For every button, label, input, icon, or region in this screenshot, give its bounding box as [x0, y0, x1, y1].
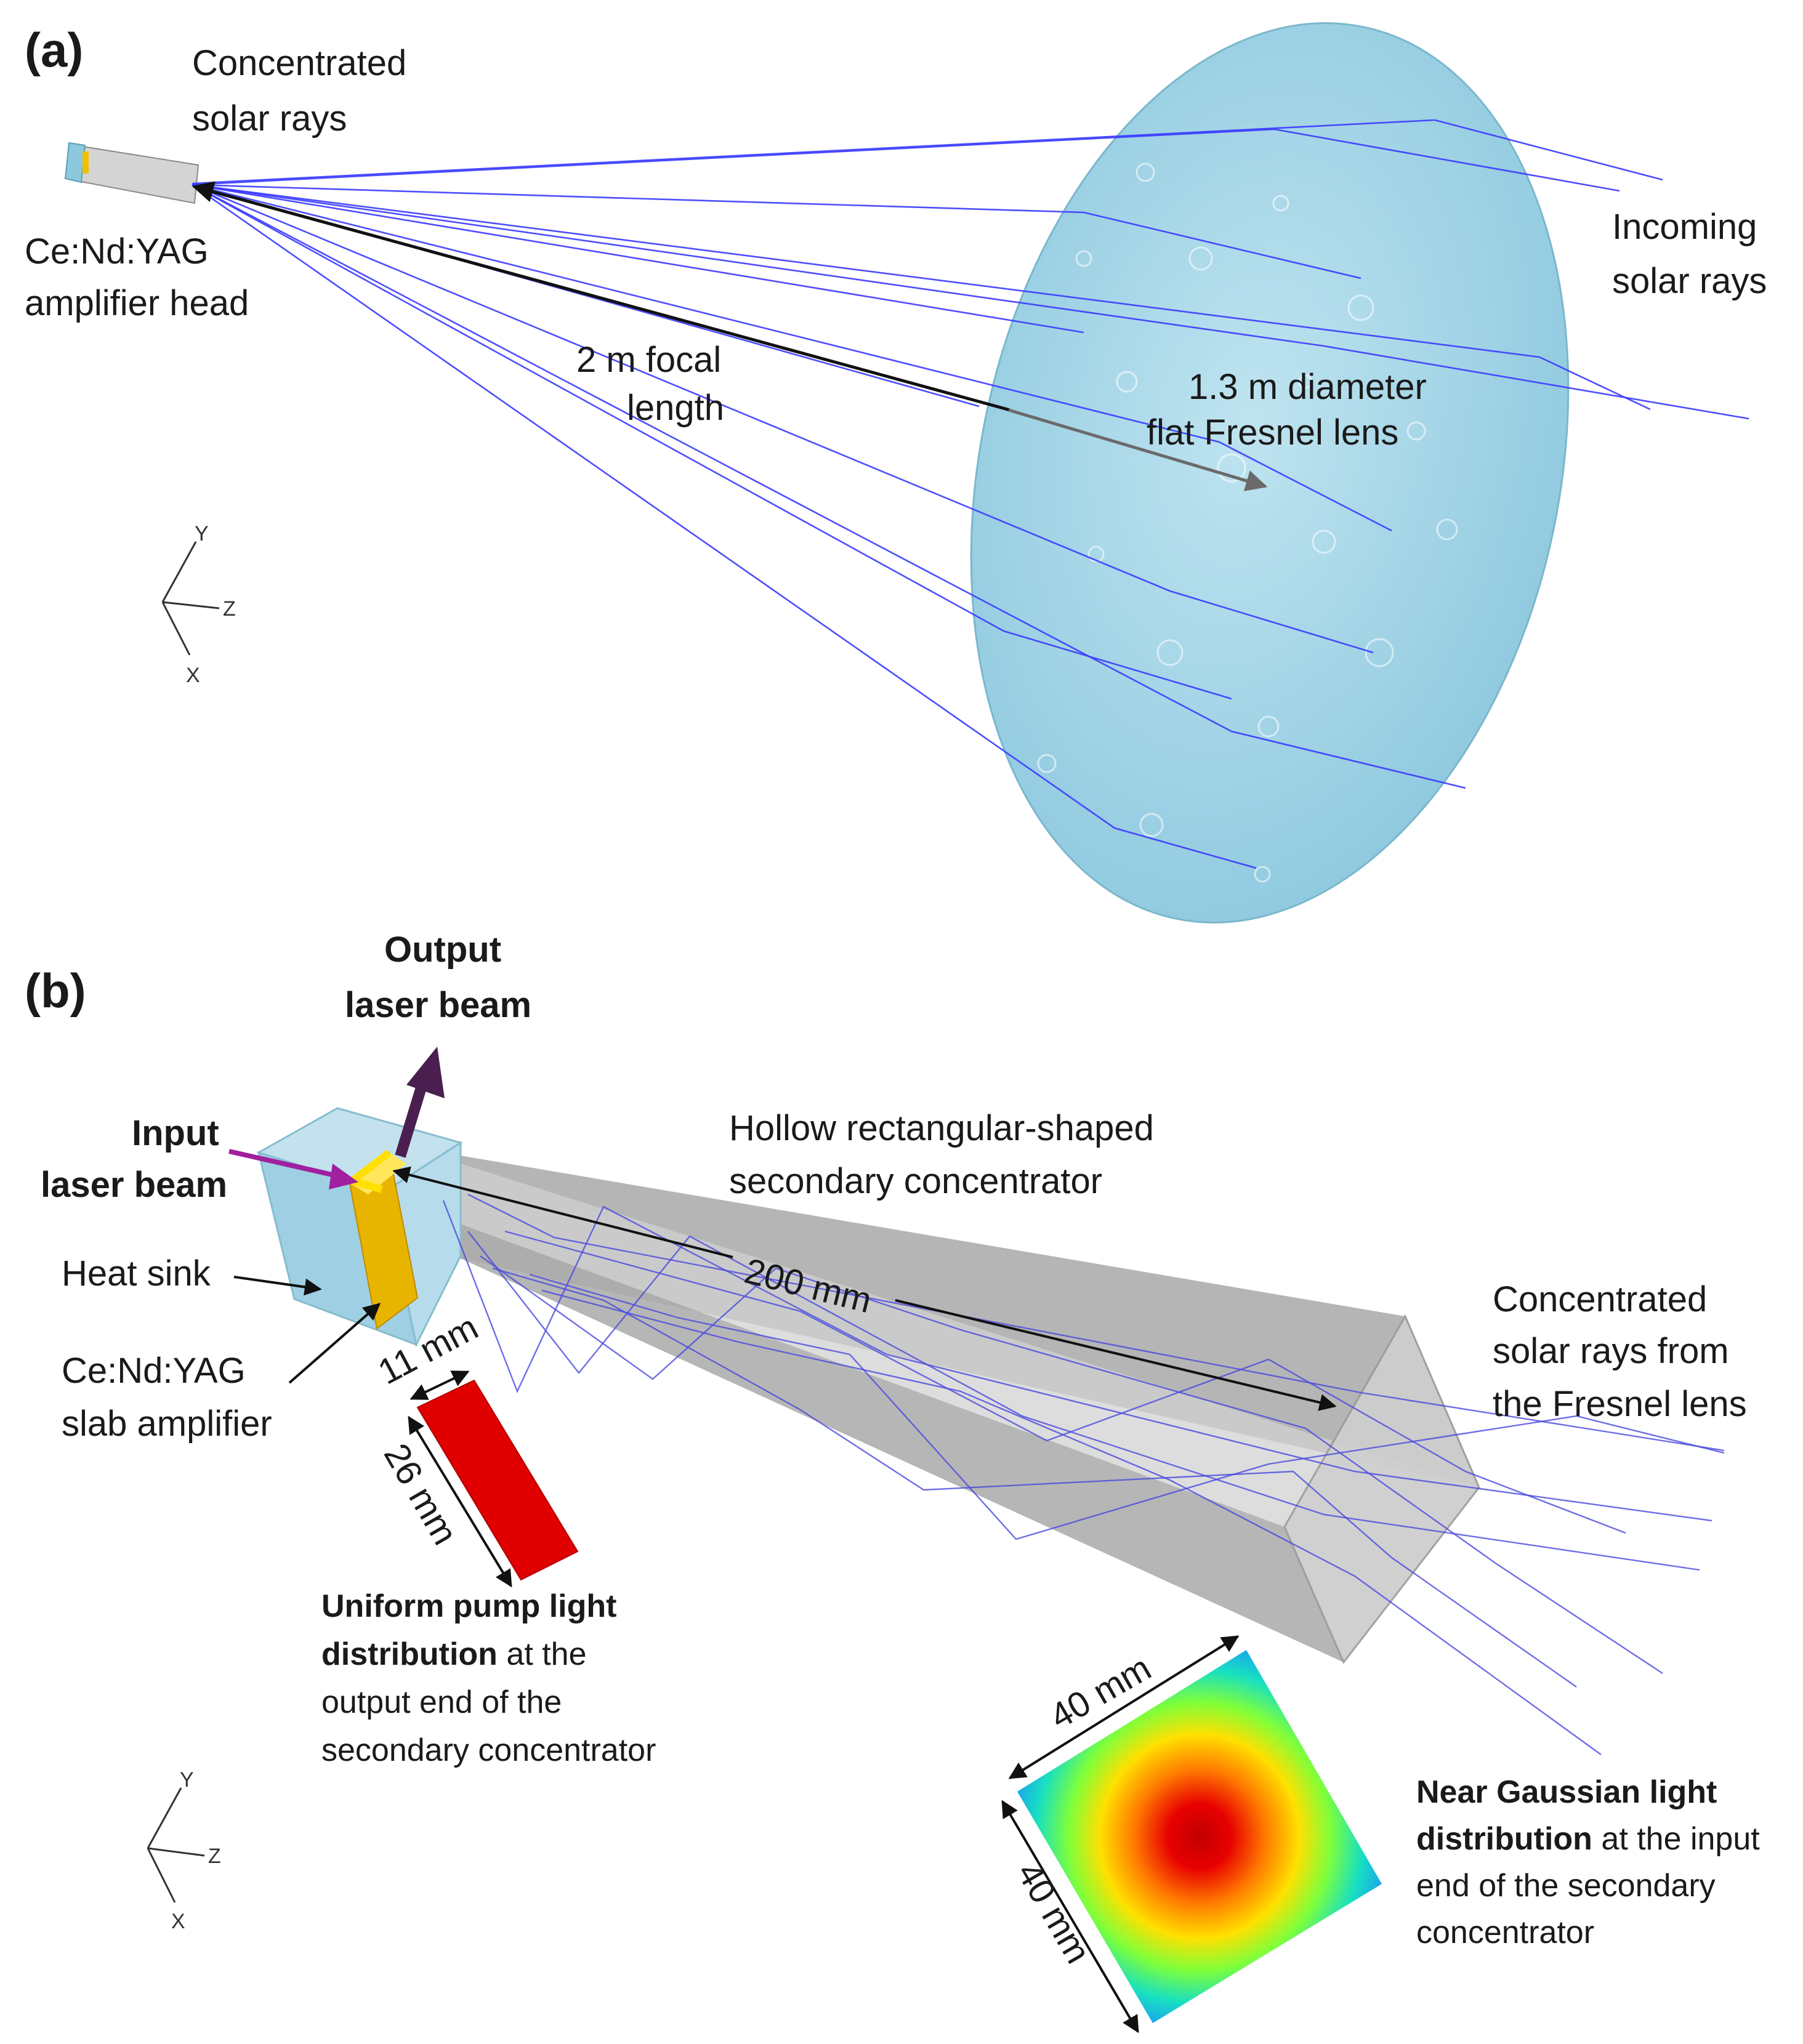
axis-triad-b [147, 1787, 205, 1903]
secondary-concentrator [397, 1146, 1480, 1664]
uniform-pump-patch [416, 1379, 579, 1581]
heat-sink-label: Heat sink [62, 1253, 211, 1294]
uniform-caption: Uniform pump light distribution at the o… [321, 1588, 656, 1768]
axis-y-a: Y [195, 522, 209, 545]
length-dimension [392, 1166, 1337, 1411]
panel-b: 200 mm 11 mm 26 mm 40 mm 40 mm (b) Outpu… [25, 930, 1769, 2034]
patch-dimensions [408, 1370, 512, 1588]
slab-amplifier [349, 1149, 419, 1330]
focal-length-arrow-tip [1008, 408, 1268, 491]
axis-z-a: Z [223, 597, 236, 621]
concentrated-rays-label: Concentrated solar rays [192, 43, 416, 139]
panel-a: (a) Concentrated solar rays Ce:Nd:YAG am… [25, 22, 1767, 923]
input-beam [228, 1149, 358, 1189]
concentrated-from-lens-label: Concentrated solar rays from the Fresnel… [1493, 1279, 1747, 1424]
solar-rays-a [192, 119, 1749, 869]
axis-x-b: X [171, 1910, 185, 1933]
leader-lines [233, 1276, 381, 1384]
amplifier-head [64, 142, 200, 204]
focal-length-arrow [192, 181, 1010, 412]
gaussian-caption: Near Gaussian light distribution at the … [1416, 1774, 1769, 1950]
lens-label: 1.3 m diameter flat Fresnel lens [1147, 367, 1437, 453]
fresnel-lens [970, 22, 1570, 923]
panel-a-tag: (a) [25, 23, 83, 77]
axis-triad-a [161, 541, 220, 656]
input-beam-label: Input laser beam [41, 1113, 229, 1205]
axis-x-a: X [186, 664, 200, 687]
panel-b-tag: (b) [25, 964, 86, 1018]
slab-amplifier-label: Ce:Nd:YAG slab amplifier [62, 1351, 272, 1444]
focal-length-label: 2 m focal length [576, 340, 731, 428]
axis-y-b: Y [180, 1768, 194, 1792]
amplifier-head-label: Ce:Nd:YAG amplifier head [25, 231, 249, 323]
incoming-rays-label: Incoming solar rays [1612, 207, 1767, 301]
output-beam-label: Output laser beam [345, 930, 531, 1025]
gaussian-dimensions [1001, 1635, 1240, 2034]
output-beam [395, 1047, 445, 1158]
secondary-concentrator-label: Hollow rectangular-shaped secondary conc… [729, 1108, 1164, 1201]
solar-rays-b [442, 1193, 1725, 1755]
axis-z-b: Z [208, 1845, 221, 1868]
fresnel-lens-texture [1037, 163, 1458, 883]
